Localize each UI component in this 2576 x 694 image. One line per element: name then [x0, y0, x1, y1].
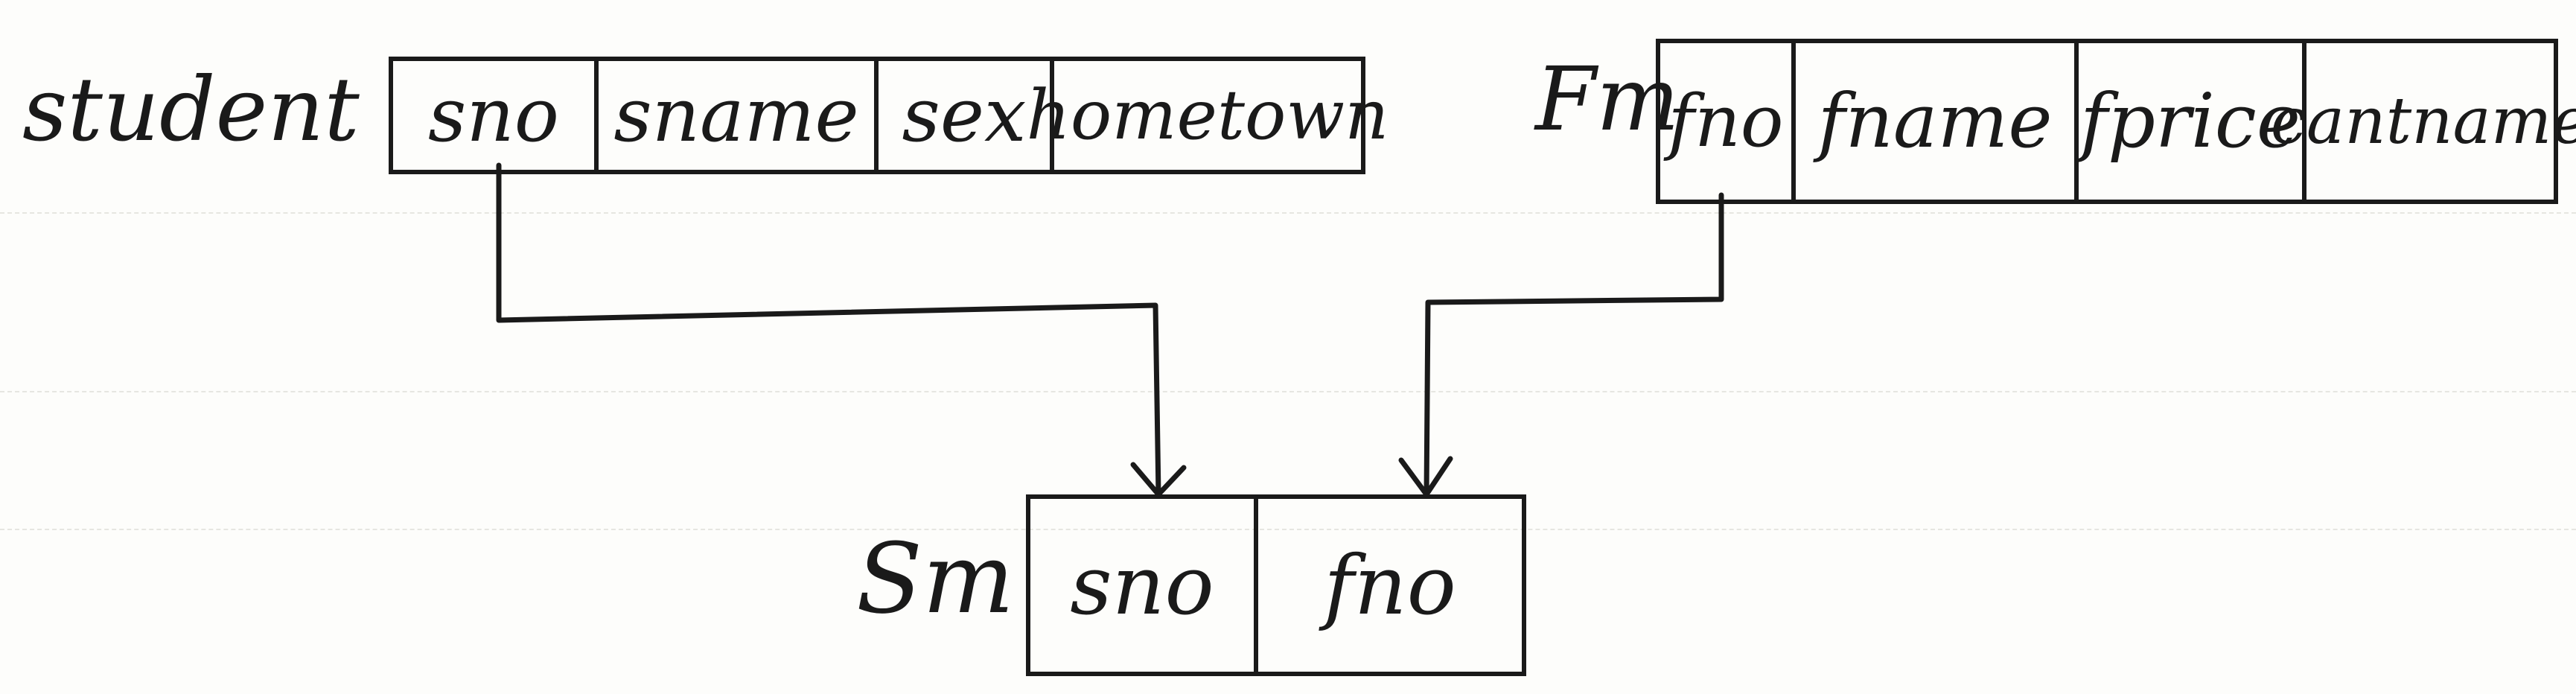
- arrow-fm-fno-to-sm-fno: [1424, 192, 1724, 497]
- arrow-student-sno-to-sm-sno: [496, 162, 1161, 497]
- student-col-sno: sno: [393, 61, 599, 170]
- student-col-sname: sname: [599, 61, 879, 170]
- student-table-name: student: [22, 58, 360, 161]
- fm-col-fno: fno: [1660, 43, 1796, 200]
- fm-col-fprice: fprice: [2079, 43, 2306, 200]
- student-col-hometown: hometown: [1026, 75, 1389, 155]
- arrowhead-sm-sno: [1130, 462, 1187, 497]
- fm-table-name: Fm: [1535, 48, 1680, 150]
- paper-rule: [0, 212, 2576, 214]
- sm-table-name: Sm: [856, 522, 1015, 635]
- fm-col-cantname: cantname: [2270, 84, 2576, 159]
- student-col-sex: sex: [879, 61, 1054, 170]
- paper-rule: [0, 391, 2576, 392]
- fm-table: fno fname fprice cantname: [1656, 39, 2576, 204]
- arrowhead-sm-fno: [1398, 456, 1453, 497]
- sm-table: sno fno: [1026, 494, 1526, 676]
- paper-rule: [0, 529, 2576, 530]
- sm-col-fno: fno: [1324, 538, 1456, 633]
- student-table: sno sname sex hometown: [389, 57, 1389, 174]
- fm-col-fname: fname: [1796, 43, 2079, 200]
- sm-col-sno: sno: [1030, 499, 1258, 672]
